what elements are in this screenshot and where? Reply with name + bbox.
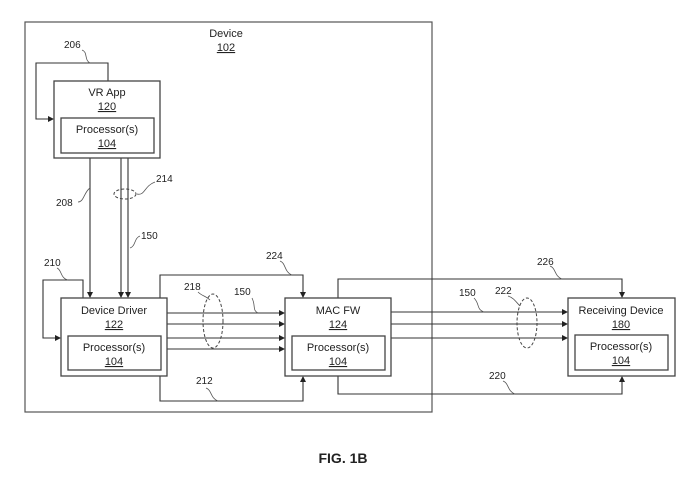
device-driver-processor: Processor(s) xyxy=(83,342,145,354)
group-214 xyxy=(113,188,137,200)
receiving-device-processor-box xyxy=(574,334,669,371)
device-driver-title: Device Driver xyxy=(81,305,147,317)
vr-app-processor-box xyxy=(60,117,155,154)
ref-214: 214 xyxy=(156,174,173,185)
mac-fw-title: MAC FW xyxy=(316,305,361,317)
group-222 xyxy=(516,297,538,349)
device-driver-processor-box xyxy=(67,335,162,371)
squiggle-214 xyxy=(136,181,156,195)
squiggle-150b xyxy=(251,297,259,314)
squiggle-218 xyxy=(197,291,211,301)
loop-206 xyxy=(35,62,109,122)
ref-150-c: 150 xyxy=(459,288,476,299)
squiggle-222 xyxy=(507,295,521,307)
ref-206: 206 xyxy=(64,40,81,51)
squiggle-210 xyxy=(56,267,69,281)
receiving-device-ref: 180 xyxy=(612,319,630,331)
vr-app-ref: 120 xyxy=(98,101,116,113)
device-driver-ref: 122 xyxy=(105,319,123,331)
ref-212: 212 xyxy=(196,376,213,387)
ref-210: 210 xyxy=(44,258,61,269)
mac-fw-ref: 124 xyxy=(329,319,347,331)
mac-fw-processor-ref: 104 xyxy=(329,356,347,368)
mac-fw-processor-box xyxy=(291,335,386,371)
squiggle-224 xyxy=(279,260,293,276)
device-ref: 102 xyxy=(217,42,235,54)
ref-224: 224 xyxy=(266,251,283,262)
squiggle-226 xyxy=(549,265,563,280)
figure-caption: FIG. 1B xyxy=(318,450,367,466)
line-224 xyxy=(159,274,306,298)
vr-app-title: VR App xyxy=(88,87,125,99)
ref-150-a: 150 xyxy=(141,231,158,242)
squiggle-212 xyxy=(205,387,219,402)
mac-fw-processor: Processor(s) xyxy=(307,342,369,354)
ref-150-b: 150 xyxy=(234,287,251,298)
line-212 xyxy=(159,376,306,402)
squiggle-150c xyxy=(473,297,485,313)
receiving-device-processor: Processor(s) xyxy=(590,341,652,353)
device-title: Device xyxy=(209,28,243,40)
receiving-device-processor-ref: 104 xyxy=(612,355,630,367)
vr-app-processor-ref: 104 xyxy=(98,138,116,150)
ref-222: 222 xyxy=(495,286,512,297)
line-226 xyxy=(337,278,625,298)
ref-226: 226 xyxy=(537,257,554,268)
squiggle-208 xyxy=(77,187,91,203)
group-218 xyxy=(202,293,224,349)
ref-218: 218 xyxy=(184,282,201,293)
device-driver-processor-ref: 104 xyxy=(105,356,123,368)
squiggle-220 xyxy=(502,380,516,395)
vr-app-processor: Processor(s) xyxy=(76,124,138,136)
ref-208: 208 xyxy=(56,198,73,209)
receiving-device-title: Receiving Device xyxy=(579,305,664,317)
ref-220: 220 xyxy=(489,371,506,382)
line-220 xyxy=(337,376,625,395)
squiggle-206 xyxy=(81,49,91,64)
squiggle-150a xyxy=(129,235,141,249)
loop-210 xyxy=(42,279,84,341)
device-box xyxy=(24,21,433,413)
